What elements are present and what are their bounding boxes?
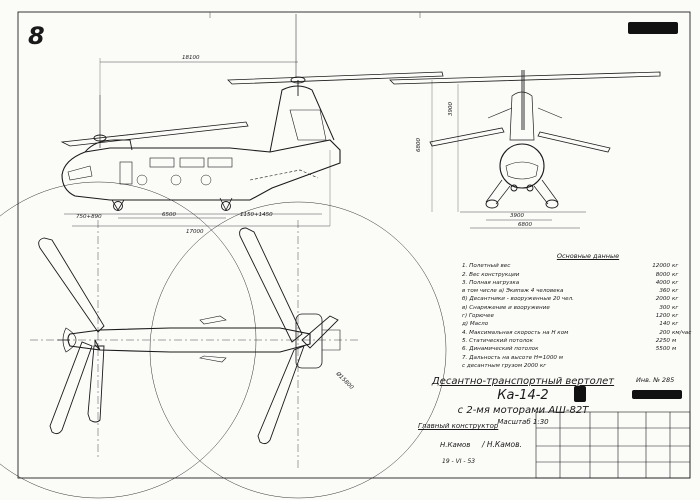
title-scale: Масштаб 1:30 [497,418,549,426]
dim-rotor-span: 18100 [182,55,200,61]
spec-unit: кг [672,271,679,278]
title-line-3: с 2-мя моторами АШ-82Т [457,405,589,416]
title-line-2: Ка-14-2 [497,388,549,403]
title-line-1: Десантно-транспортный вертолет [431,376,615,387]
dim-diameter: Ø15800 [334,370,355,391]
title-block [535,411,691,479]
redaction-2 [632,390,682,399]
redaction-1 [628,22,678,34]
spec-value: 12000 [652,263,670,270]
spec-unit: кг [672,304,679,311]
designer-name: / Н.Камов. [482,440,522,449]
spec-label: 7. Дальность на высоте Н=1000 м [462,354,563,361]
dim-tail-height: 3900 [448,102,454,116]
drawing-title: Десантно-транспортный вертолет Ка-14-2 с… [398,376,648,426]
dim-height: 6800 [416,138,422,152]
spec-value: 140 [659,321,670,328]
spec-unit: кг [672,288,679,295]
spec-label: в) Снаряжение и вооружение [462,304,550,311]
spec-heading: Основные данные [556,252,620,260]
dim-track: 3900 [510,213,524,219]
spec-value: 4000 [655,279,670,286]
redaction-3 [574,386,586,402]
spec-value: 2000 [655,296,670,303]
designer-signature: Н.Камов [440,441,471,449]
spec-unit: кг [672,263,679,270]
inner-frame [17,11,691,479]
spec-label: 6. Динамический потолок [462,346,539,353]
spec-value: 1200 [655,313,670,320]
dim-span-front: 6800 [518,222,532,228]
dim-overall-length: 17000 [186,229,204,235]
spec-label: с десантным грузом 2000 кг [462,362,547,369]
top-view [0,181,447,499]
spec-value: 5500 [655,346,670,353]
side-view [60,14,444,227]
spec-label: д) Масло [462,321,489,328]
front-view [389,70,661,229]
spec-unit: кг [672,296,679,303]
spec-value: 200 [659,329,670,336]
sheet-number: 8 [28,22,45,50]
dimension-labels: 18100 17000 6500 750+890 1150+1450 6800 … [76,55,532,391]
spec-value: 360 [659,288,670,295]
spec-label: г) Горючее [462,313,494,320]
spec-unit: кг [672,321,679,328]
spec-unit: кг [672,313,679,320]
spec-label: 4. Максимальная скорость на Н ком [462,329,569,336]
spec-label: 1. Полетный вес [462,263,511,270]
spec-unit: м [672,337,677,344]
spec-unit: кг [672,279,679,286]
spec-label: б) Десантники - вооруженные 20 чел. [462,296,574,303]
spec-value: 2250 [655,337,670,344]
spec-label: 5. Статический потолок [462,337,533,344]
spec-row: 7. Дальность на высоте Н=1000 м [462,354,684,362]
spec-label: 2. Вес конструкции [462,271,520,278]
designer-label: Главный конструктор [418,422,499,430]
spec-unit: м [672,346,677,353]
spec-value: 300 [659,304,670,311]
spec-value: 8000 [655,271,670,278]
spec-label: 3. Полная нагрузка [462,279,520,286]
spec-label: в том числе а) Экипаж 4 человека [462,288,564,295]
dim-gear: 1150+1450 [240,212,273,218]
dim-wheelbase: 6500 [162,212,176,218]
designer-date: 19 - VI - 53 [442,458,476,465]
inventory-stamp: Инв. № 285 [636,376,675,384]
spec-unit: км/час [672,329,692,336]
dim-nose: 750+890 [76,214,102,220]
spec-row: с десантным грузом 2000 кг [462,362,684,370]
